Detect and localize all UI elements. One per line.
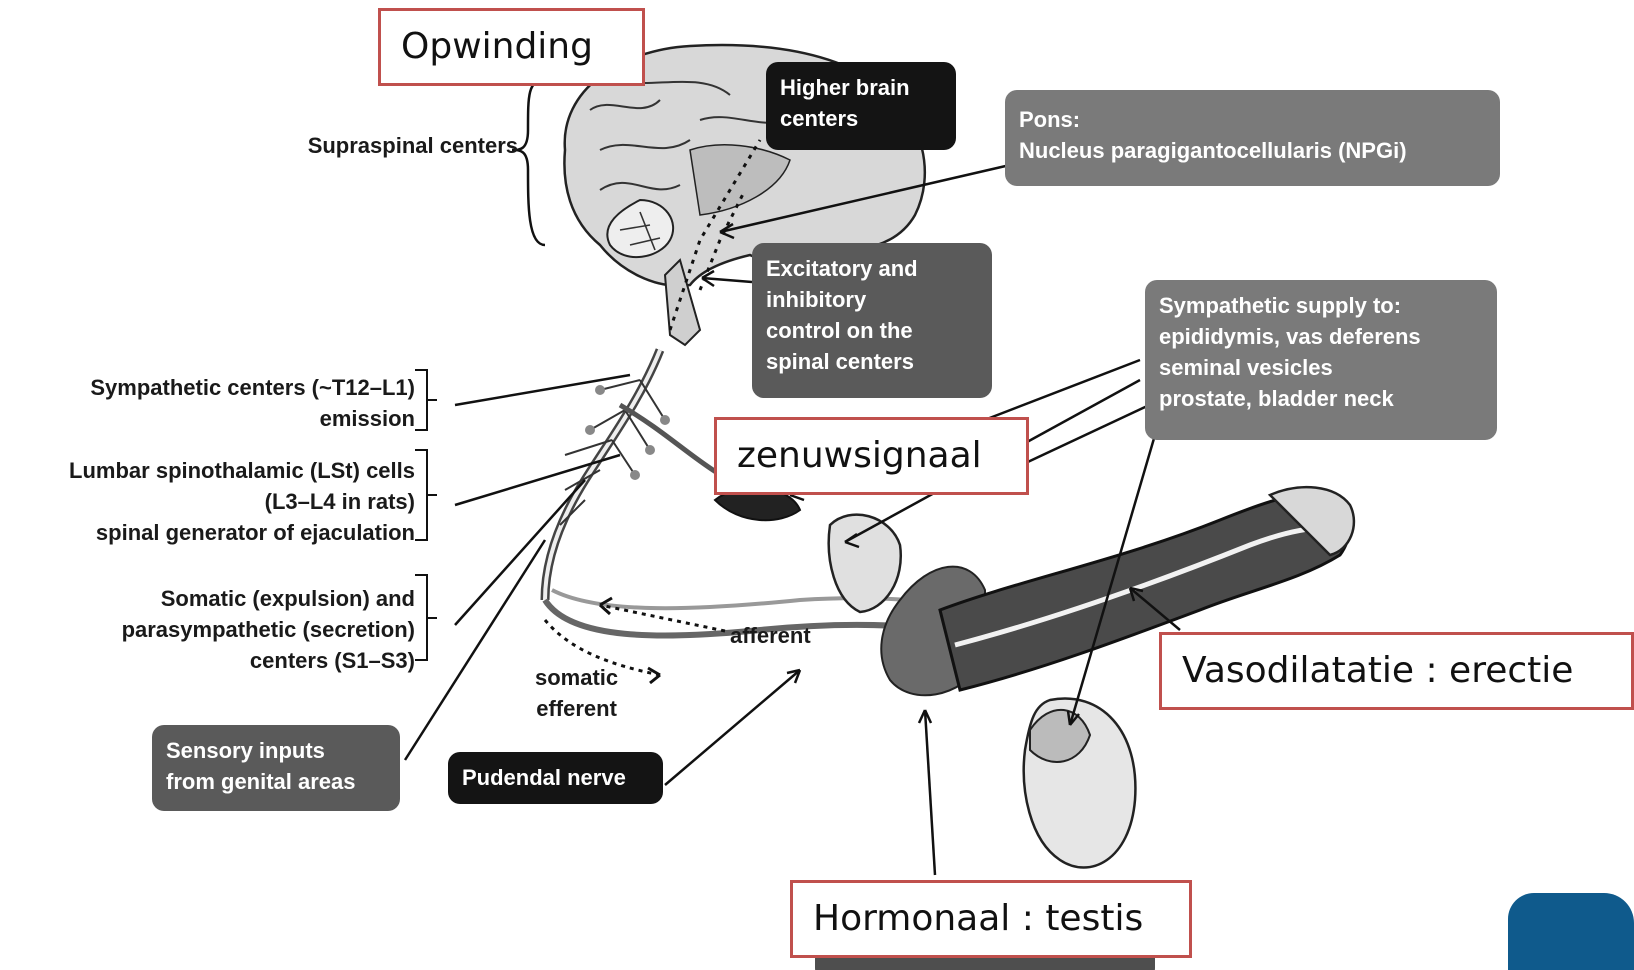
- somatic-line-2: parasympathetic (secretion): [40, 614, 415, 645]
- excitatory-line-4: spinal centers: [766, 346, 978, 377]
- sympathetic-supply-line-4: prostate, bladder neck: [1159, 383, 1483, 414]
- sympathetic-line-1: Sympathetic centers (~T12–L1): [10, 372, 415, 403]
- sympathetic-supply-line-1: Sympathetic supply to:: [1159, 290, 1483, 321]
- lumbar-line-2: (L3–L4 in rats): [5, 486, 415, 517]
- annotation-arousal: Opwinding: [378, 8, 645, 86]
- somatic-efferent-line-1: somatic: [535, 662, 618, 693]
- sympathetic-supply-box: Sympathetic supply to: epididymis, vas d…: [1145, 280, 1497, 440]
- sympathetic-supply-line-3: seminal vesicles: [1159, 352, 1483, 383]
- somatic-line-3: centers (S1–S3): [40, 645, 415, 676]
- higher-brain-centers-box: Higher brain centers: [766, 62, 956, 150]
- supraspinal-brace: [512, 80, 545, 245]
- somatic-efferent-label: somatic efferent: [535, 662, 618, 724]
- supraspinal-label: Supraspinal centers: [200, 130, 518, 161]
- sensory-inputs-box: Sensory inputs from genital areas: [152, 725, 400, 811]
- afferent-label: afferent: [730, 620, 811, 651]
- lumbar-spinothalamic-label: Lumbar spinothalamic (LSt) cells (L3–L4 …: [5, 455, 415, 548]
- pons-line-1: Pons:: [1019, 104, 1486, 135]
- annotation-vasodilation: Vasodilatatie : erectie: [1159, 632, 1634, 710]
- somatic-centers-label: Somatic (expulsion) and parasympathetic …: [40, 583, 415, 676]
- excitatory-inhibitory-box: Excitatory and inhibitory control on the…: [752, 243, 992, 398]
- somatic-line-1: Somatic (expulsion) and: [40, 583, 415, 614]
- sensory-line-1: Sensory inputs: [166, 735, 386, 766]
- sympathetic-supply-line-2: epididymis, vas deferens: [1159, 321, 1483, 352]
- annotation-hormonal: Hormonaal : testis: [790, 880, 1192, 958]
- sympathetic-line-2: emission: [10, 403, 415, 434]
- left-brackets: [415, 370, 437, 660]
- pudendal-nerve-box: Pudendal nerve: [448, 752, 663, 804]
- pons-line-2: Nucleus paragigantocellularis (NPGi): [1019, 135, 1486, 166]
- pudendal-label: Pudendal nerve: [462, 762, 649, 793]
- excitatory-line-3: control on the: [766, 315, 978, 346]
- pons-box: Pons: Nucleus paragigantocellularis (NPG…: [1005, 90, 1500, 186]
- corner-logo: [1508, 893, 1634, 970]
- somatic-efferent-line-2: efferent: [535, 693, 618, 724]
- excitatory-line-2: inhibitory: [766, 284, 978, 315]
- higher-brain-line-1: Higher brain: [780, 72, 942, 103]
- excitatory-line-1: Excitatory and: [766, 253, 978, 284]
- sensory-line-2: from genital areas: [166, 766, 386, 797]
- higher-brain-line-2: centers: [780, 103, 942, 134]
- sympathetic-centers-label: Sympathetic centers (~T12–L1) emission: [10, 372, 415, 434]
- lumbar-line-1: Lumbar spinothalamic (LSt) cells: [5, 455, 415, 486]
- annotation-nerve-signal: zenuwsignaal: [714, 417, 1029, 495]
- lumbar-line-3: spinal generator of ejaculation: [5, 517, 415, 548]
